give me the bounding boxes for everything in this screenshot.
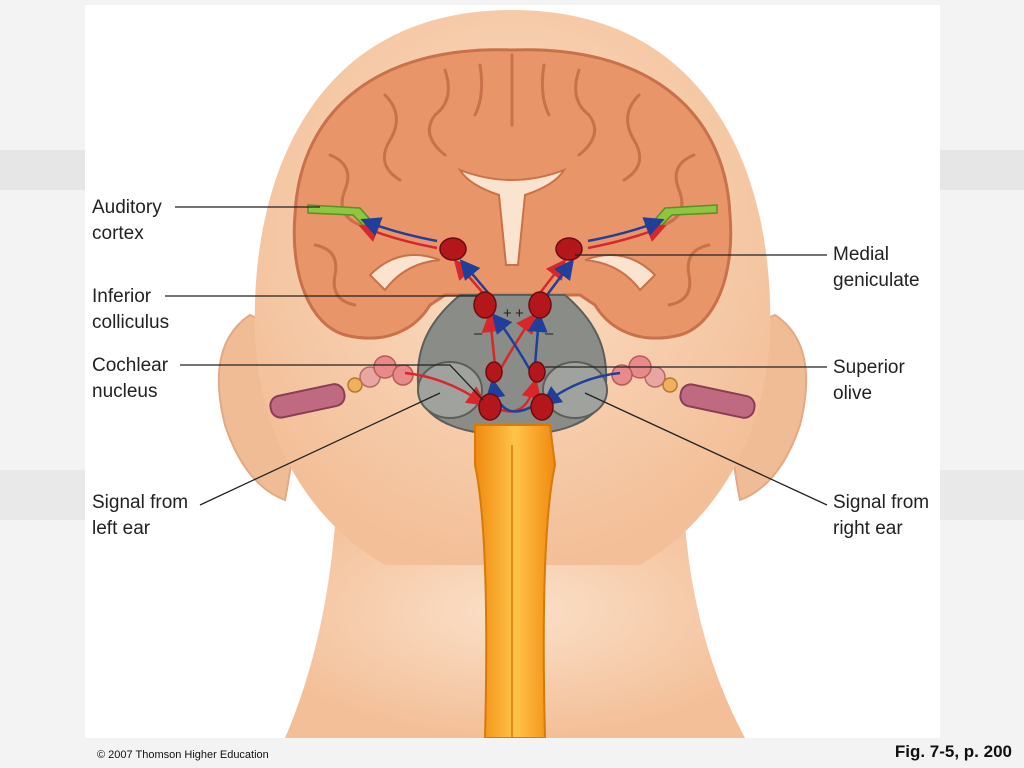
pathway-blue-to-left-cortex [360, 217, 438, 243]
left-temporal-fissure [368, 254, 441, 292]
left-superior-olive-nucleus [485, 361, 503, 383]
pathway-blue-to-geniculate-right [546, 259, 574, 296]
label-medial-geniculate: Medial geniculate [833, 244, 920, 291]
label-auditory-cortex: Auditory cortex [92, 197, 162, 244]
leader-cochlear-nucleus [180, 364, 484, 401]
spinal-cord [474, 424, 557, 738]
label-cochlear-nucleus: Cochlear nucleus [92, 355, 169, 402]
ventricles [457, 168, 567, 266]
right-temporal-fissure [584, 254, 657, 292]
right-superior-olive-nucleus [528, 361, 546, 383]
left-cochlear-nucleus [478, 393, 502, 421]
label-signal-left-ear: Signal from left ear [92, 492, 189, 539]
brain-gyri [313, 53, 711, 307]
pathway-blue-cochlear-to-olive [485, 378, 536, 413]
right-inferior-colliculus-nucleus [528, 291, 552, 319]
pathway-red-left-ear-to-cochlear [404, 371, 488, 406]
right-cochlear-nucleus [530, 393, 554, 421]
right-cochlea [611, 355, 756, 419]
pathway-blue-olive-to-colliculus-right [527, 312, 548, 366]
label-superior-olive: Superior olive [833, 357, 905, 404]
auditory-pathway-diagram: + + – – [165, 10, 828, 738]
leader-signal-right [584, 392, 828, 506]
left-inferior-colliculus-nucleus [473, 291, 497, 319]
left-pons-lobe [417, 361, 483, 419]
leader-signal-left [199, 392, 441, 506]
figure-reference: Fig. 7-5, p. 200 [894, 742, 1012, 761]
label-signal-right-ear: Signal from right ear [833, 492, 930, 539]
label-inferior-colliculus: Inferior colliculus [92, 286, 170, 333]
left-cochlea [269, 355, 414, 419]
pathway-red-olive-to-colliculus-left [481, 312, 502, 366]
minus-sign-right: – [545, 325, 554, 342]
right-medial-geniculate-nucleus [555, 237, 583, 261]
left-medial-geniculate-nucleus [439, 237, 467, 261]
minus-sign-left: – [474, 325, 483, 342]
plus-sign-right: + [515, 305, 524, 322]
copyright-notice: © 2007 Thomson Higher Education [97, 749, 269, 761]
pathway-blue-to-geniculate-left [459, 259, 491, 296]
auditory-pathway-figure: + + – – Auditory cortex Inferior collicu… [85, 5, 940, 738]
plus-sign-left: + [503, 305, 512, 322]
pathway-blue-olive-to-colliculus-left [491, 313, 532, 371]
pathway-blue-right-ear-to-cochlear [540, 371, 621, 406]
pathway-blue-to-right-cortex [587, 217, 665, 243]
